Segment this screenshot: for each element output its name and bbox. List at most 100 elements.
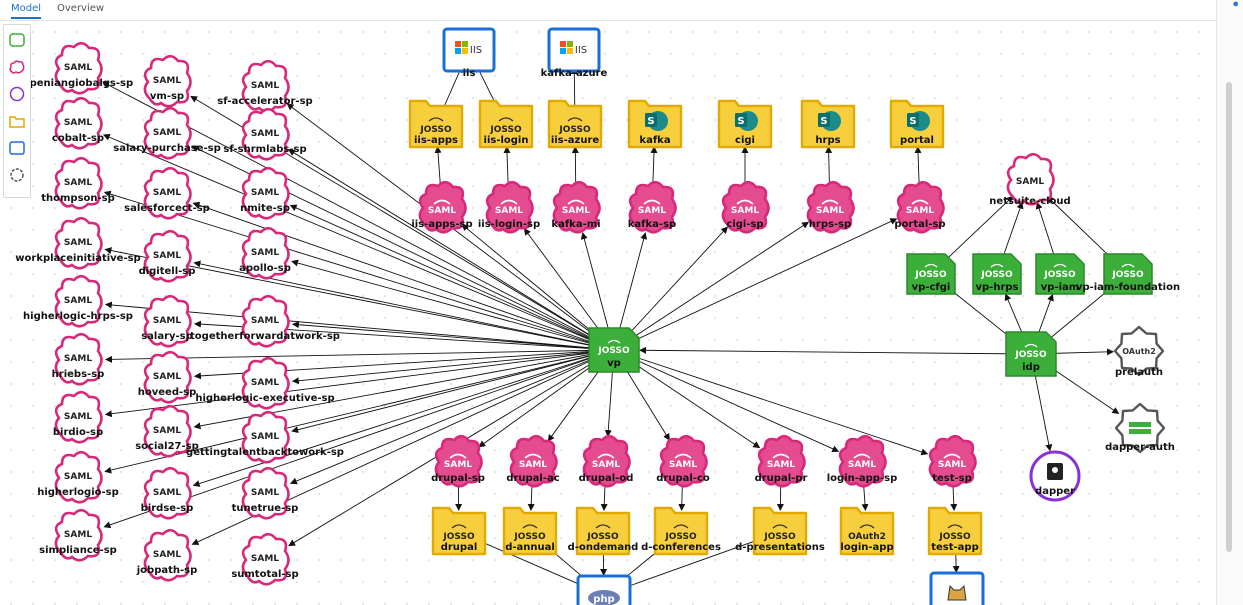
pink-cloud-icon[interactable]	[7, 57, 27, 77]
josso-label: JOSSO	[586, 532, 619, 542]
tomcat-server-node[interactable]	[929, 571, 985, 605]
purple-circle-icon[interactable]	[7, 84, 27, 104]
saml-node[interactable]: SAML salary-sp	[141, 294, 193, 348]
dapper-node[interactable]: dapper	[1029, 450, 1081, 502]
connector-line	[291, 349, 615, 434]
dapper-auth-node[interactable]: dapper-auth	[1105, 402, 1175, 454]
node-name-label: vp-cfgi	[912, 282, 951, 293]
tab-overview[interactable]: Overview	[57, 3, 105, 14]
tab-model[interactable]: Model	[11, 3, 42, 19]
connector-line	[613, 349, 929, 456]
node-name-label: login-app	[840, 542, 893, 553]
saml-label: SAML	[153, 550, 181, 560]
diagram-svg[interactable]: SAMLapeniangiobalgs-spSAMLcobalt-spSAMLt…	[0, 21, 1216, 605]
saml-label: SAML	[251, 488, 279, 498]
gear-outline-icon[interactable]	[7, 165, 27, 185]
node-name-label: login-app-sp	[827, 473, 897, 484]
green-rect-icon[interactable]	[7, 30, 27, 50]
saml-label: SAML	[64, 118, 92, 128]
iis-label: IIS	[575, 45, 587, 56]
josso-label: JOSSO	[1014, 350, 1047, 360]
svg-text:S: S	[647, 116, 654, 127]
scrollbar-thumb[interactable]	[1226, 82, 1232, 552]
yellow-folder-icon[interactable]	[7, 111, 27, 131]
php-server-node[interactable]: php	[576, 574, 632, 605]
eye-icon[interactable]: ●	[1232, 0, 1239, 10]
josso-label: JOSSO	[442, 532, 475, 542]
node-name-label: sf-accelerator-sp	[217, 96, 312, 107]
blue-rect-icon[interactable]	[7, 138, 27, 158]
josso-label: JOSSO	[419, 125, 452, 135]
svg-text:S: S	[820, 116, 827, 127]
vertical-scrollbar[interactable]: ●	[1216, 0, 1243, 605]
saml-label: SAML	[153, 316, 181, 326]
node-name-label: salary-sp	[141, 331, 193, 342]
